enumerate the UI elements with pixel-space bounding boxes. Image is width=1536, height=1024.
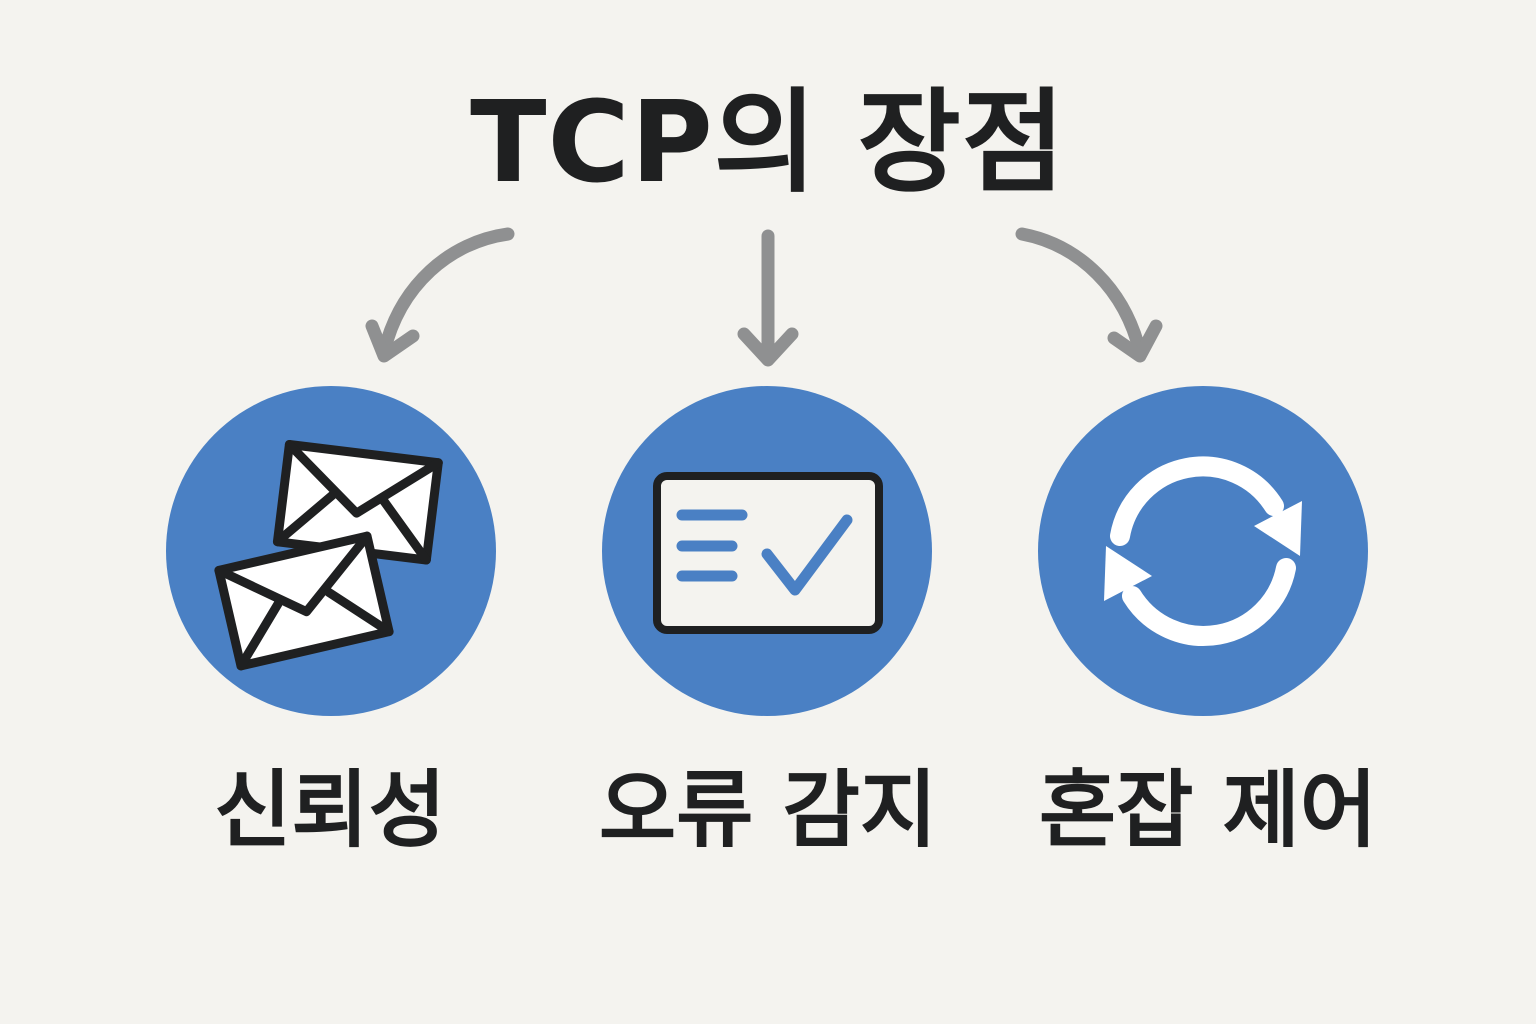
diagram-title: TCP의 장점 bbox=[470, 78, 1066, 208]
error-detection-circle bbox=[602, 386, 932, 716]
arrow-to-reliability bbox=[365, 227, 515, 363]
reliability-circle bbox=[166, 386, 496, 716]
reliability-label: 신뢰성 bbox=[214, 761, 446, 859]
congestion-control-label: 혼잡 제어 bbox=[1038, 761, 1378, 859]
error-detection-label: 오류 감지 bbox=[598, 761, 938, 859]
envelopes-icon bbox=[214, 439, 443, 671]
arrow-to-congestion-control bbox=[1015, 227, 1163, 363]
congestion-control-circle bbox=[1038, 386, 1368, 716]
arrow-to-error-detection bbox=[737, 229, 799, 367]
checklist-icon bbox=[653, 472, 883, 634]
sync-icon bbox=[1104, 456, 1302, 646]
